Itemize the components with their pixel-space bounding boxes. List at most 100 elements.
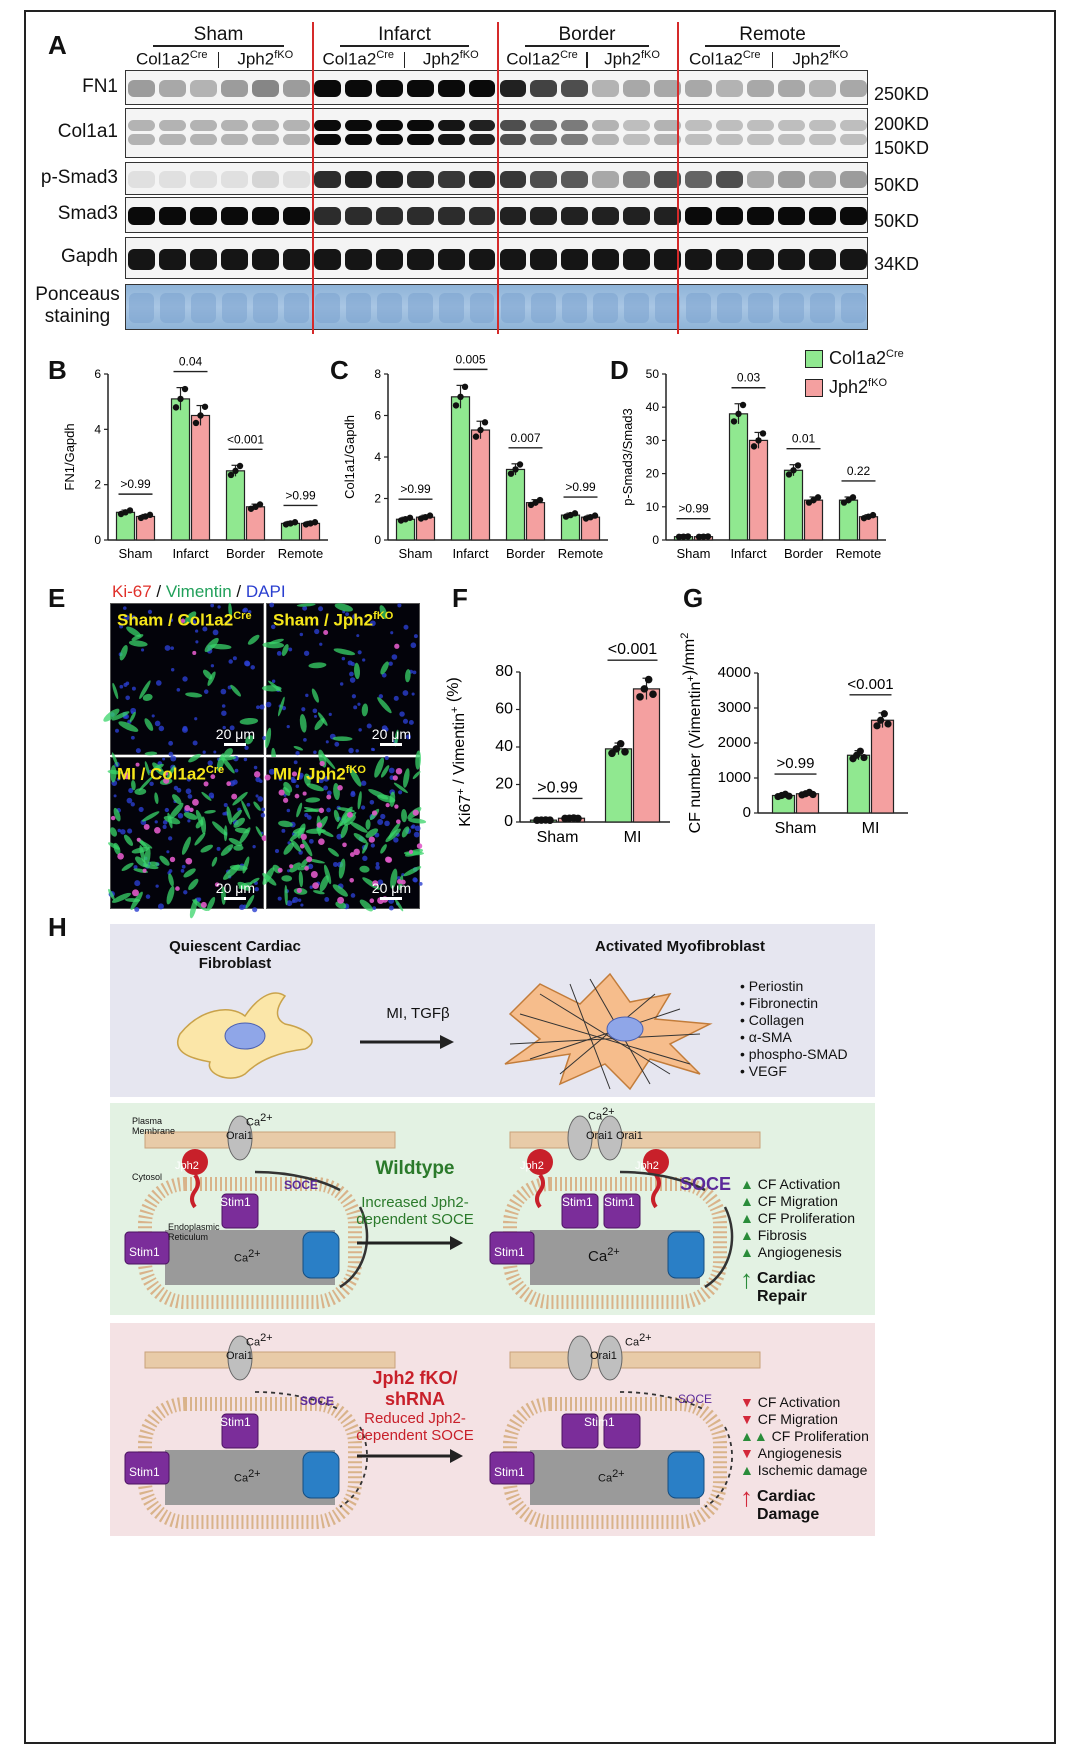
data-point [884, 720, 892, 728]
blot-band [778, 79, 806, 98]
nucleus [119, 684, 124, 689]
vimentin-cell [113, 807, 121, 822]
blot-band [158, 134, 186, 145]
nucleus [155, 680, 162, 686]
blot-band [282, 120, 310, 131]
nucleus [222, 725, 226, 730]
vimentin-cell [321, 753, 336, 770]
serca-pump [302, 1231, 340, 1279]
p-value: >0.99 [678, 502, 709, 516]
up-arrow-icon: ▲ [740, 1227, 758, 1243]
stim1-protein [561, 1193, 599, 1229]
nucleus [307, 863, 314, 870]
vimentin-cell [144, 751, 158, 756]
genotype-divider [217, 52, 219, 68]
data-point [873, 722, 881, 730]
ki67-nucleus [135, 762, 140, 767]
arrow-head [450, 1236, 463, 1250]
figure-frame [24, 10, 1056, 1744]
blot-band [685, 171, 713, 188]
group-underline [340, 45, 469, 47]
blot-band [747, 120, 775, 131]
nucleus [274, 848, 280, 854]
ki67-nucleus [347, 811, 353, 818]
scale-text: 20 μm [215, 726, 255, 742]
ki67-nucleus [294, 793, 300, 799]
blot-band [592, 171, 620, 188]
blot-band [282, 79, 310, 98]
vimentin-cell [327, 847, 339, 857]
nucleus [323, 785, 329, 791]
nucleus [202, 750, 206, 754]
category-label: Remote [558, 546, 604, 561]
fibroblast-illustration [177, 972, 713, 1091]
nucleus [397, 603, 402, 608]
vimentin-cell [204, 809, 216, 814]
nucleus [357, 650, 362, 655]
bar-cre [604, 748, 633, 823]
vimentin-cell [185, 692, 203, 698]
vimentin-cell [188, 753, 201, 763]
group-header: Border [558, 24, 616, 45]
title-text: MI / Col1a2 [117, 764, 206, 784]
blot-band [313, 207, 341, 225]
nucleus [182, 676, 188, 682]
vimentin-cell [336, 812, 349, 830]
nucleus [380, 813, 386, 820]
ponceau-lane [159, 293, 185, 323]
vimentin-cell [365, 828, 379, 838]
cytosol-label: Cytosol [132, 1172, 163, 1182]
vimentin-cell [134, 788, 147, 795]
outcome-text: Cardiac Repair [757, 1270, 816, 1305]
nucleus [134, 880, 141, 887]
stim1-protein [221, 1193, 259, 1229]
orai1-channel [597, 1335, 623, 1381]
ca-sup: 2+ [639, 1332, 652, 1344]
nucleus [134, 907, 140, 912]
blot-band [809, 248, 837, 270]
jph2-linker [535, 1173, 545, 1209]
data-point [860, 753, 868, 762]
blot-band [189, 207, 217, 225]
kd-label: 150KD [874, 138, 930, 158]
micrograph-title: Sham / Jph2fKO [273, 610, 393, 631]
ki67-nucleus [180, 618, 186, 623]
vimentin-cell [380, 844, 387, 854]
blot-band [158, 248, 186, 270]
ca-reuptake-arrow [339, 1426, 368, 1508]
blot-band [716, 207, 744, 225]
blot-band [716, 248, 744, 270]
stress-fiber [569, 983, 611, 1090]
vimentin-cell [282, 787, 291, 796]
blot-band [592, 207, 620, 225]
vimentin-cell [293, 745, 304, 751]
ki67-nucleus [226, 781, 232, 787]
ponceau-lane [438, 293, 464, 323]
nucleus [290, 776, 295, 781]
title-text: MI / Jph2 [273, 764, 346, 784]
data-point [649, 690, 657, 698]
nucleus [314, 628, 320, 635]
vimentin-cell [239, 717, 259, 725]
genotype-text: Jph2 [604, 49, 641, 69]
y-tick-label: 4000 [718, 664, 751, 681]
vimentin-cell [359, 865, 370, 873]
blot-band [623, 248, 651, 270]
vimentin-cell [110, 765, 117, 783]
effect-item: ▼ Angiogenesis [740, 1445, 869, 1462]
y-tick-label: 20 [495, 776, 513, 793]
bar-cre [170, 398, 191, 541]
ki67-nucleus [143, 823, 150, 830]
p-value: <0.001 [847, 676, 893, 693]
vimentin-cell [228, 837, 243, 847]
effect-text: CF Proliferation [771, 1428, 869, 1444]
nucleus [154, 720, 161, 727]
nucleus [187, 819, 191, 823]
orai1-label: Orai1 [226, 1350, 253, 1362]
ki67-nucleus [408, 849, 414, 855]
nucleus [168, 836, 173, 841]
data-point [452, 402, 460, 409]
blot-band [313, 134, 341, 145]
y-tick-label: 8 [374, 367, 381, 381]
nucleus [393, 695, 399, 701]
